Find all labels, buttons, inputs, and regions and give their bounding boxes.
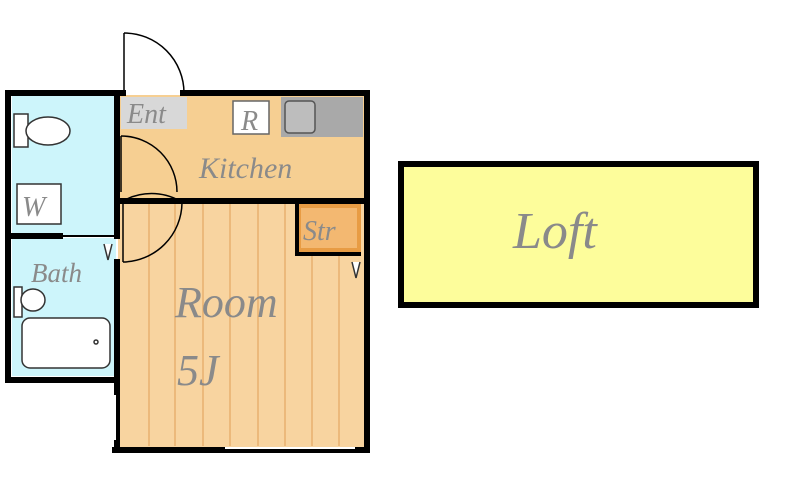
toilet-door [120, 135, 178, 193]
fridge-icon [232, 100, 270, 135]
washbasin-icon [13, 286, 46, 318]
bath-door-icon [103, 243, 113, 261]
washer-label: W [22, 192, 48, 223]
bath-label: Bath [31, 258, 82, 288]
washer-icon [16, 183, 62, 225]
toilet-icon [13, 113, 71, 148]
fridge-label: R [240, 106, 258, 137]
entrance-label: Ent [126, 99, 167, 130]
room-door [122, 192, 183, 263]
storage-door-icon [351, 261, 361, 279]
room-size-label: 5J [177, 346, 221, 395]
front-door [123, 32, 185, 94]
room-name-label: Room [174, 278, 278, 327]
loft-label: Loft [512, 203, 598, 260]
entrance-area [121, 97, 187, 129]
storage-shelf [301, 208, 357, 248]
storage-label: Str [303, 216, 336, 247]
kitchen-label: Kitchen [198, 152, 292, 185]
bathtub-icon [21, 317, 111, 369]
walls [5, 90, 370, 453]
sink-icon [284, 100, 316, 134]
room-floorboards [148, 203, 340, 446]
loft-area [398, 161, 759, 308]
